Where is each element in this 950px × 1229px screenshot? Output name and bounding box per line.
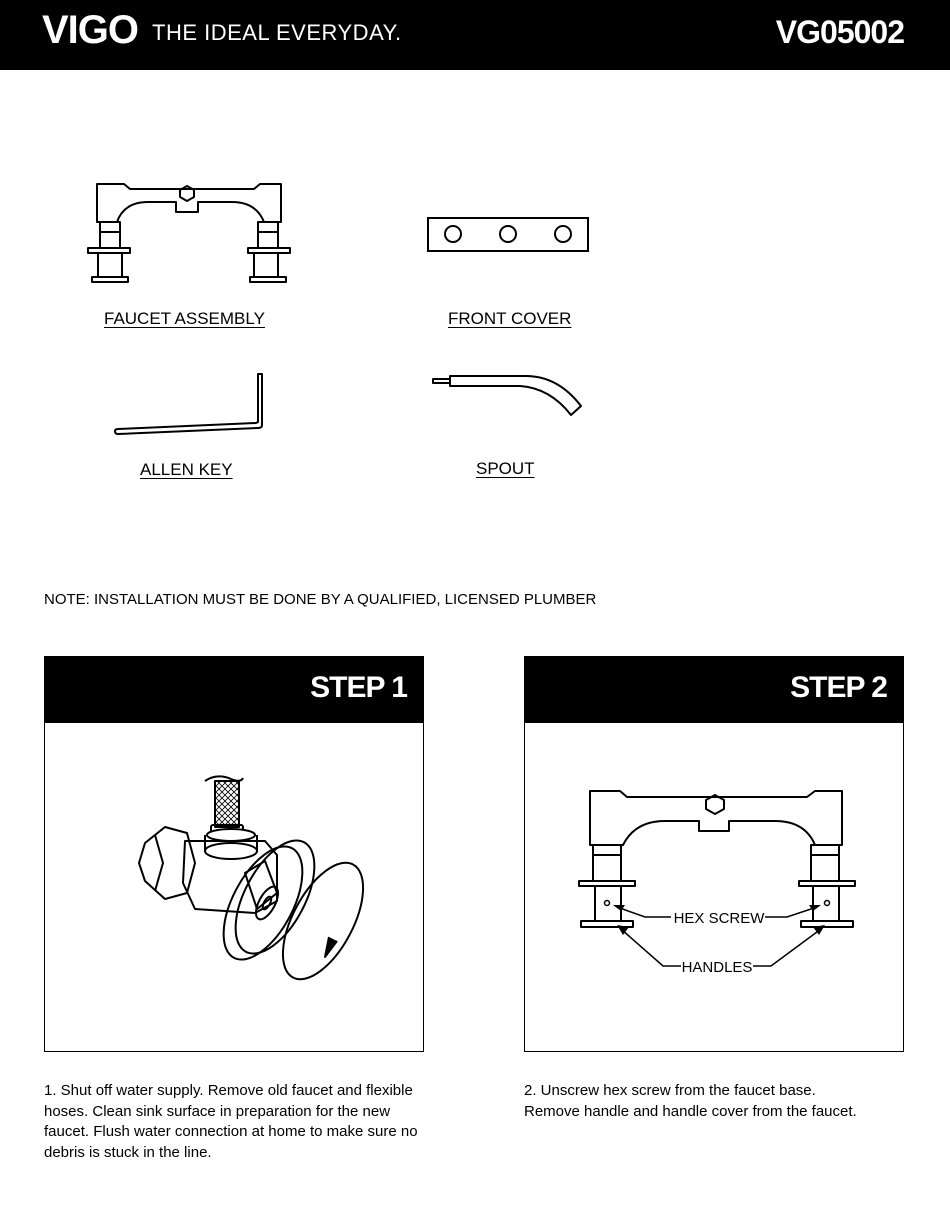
step-1-title: STEP 1: [310, 671, 408, 704]
brand-tagline: THE IDEAL EVERYDAY.: [152, 20, 402, 45]
faucet-assembly-label: FAUCET ASSEMBLY: [104, 309, 265, 328]
page-header: VIGO THE IDEAL EVERYDAY. VG05002: [0, 0, 950, 70]
brand-logo: VIGO: [42, 8, 139, 52]
handles-callout: HANDLES: [682, 959, 753, 976]
step-1-panel: STEP 1: [44, 656, 424, 1052]
allen-key-label: ALLEN KEY: [140, 460, 233, 479]
model-number: VG05002: [775, 14, 905, 50]
faucet-assembly-drawing: [87, 183, 291, 283]
front-cover-drawing: [427, 217, 589, 252]
faucet-hex-screw-drawing: HEX SCREW HANDLES: [578, 790, 856, 976]
shutoff-valve-drawing: [138, 775, 365, 981]
step-2-header: STEP 2: [525, 657, 903, 723]
spout-label: SPOUT: [476, 459, 535, 478]
front-cover-label: FRONT COVER: [448, 309, 572, 328]
step-1-header: STEP 1: [45, 657, 423, 723]
step-2-instructions: 2. Unscrew hex screw from the faucet bas…: [524, 1082, 857, 1120]
allen-key-drawing: [114, 373, 263, 435]
step-2-panel: STEP 2: [524, 656, 904, 1052]
step-1-instructions: 1. Shut off water supply. Remove old fau…: [44, 1082, 418, 1161]
step-2-title: STEP 2: [790, 671, 888, 704]
hex-screw-callout: HEX SCREW: [674, 910, 766, 927]
spout-drawing: [432, 375, 582, 416]
installation-note: NOTE: INSTALLATION MUST BE DONE BY A QUA…: [44, 591, 597, 608]
